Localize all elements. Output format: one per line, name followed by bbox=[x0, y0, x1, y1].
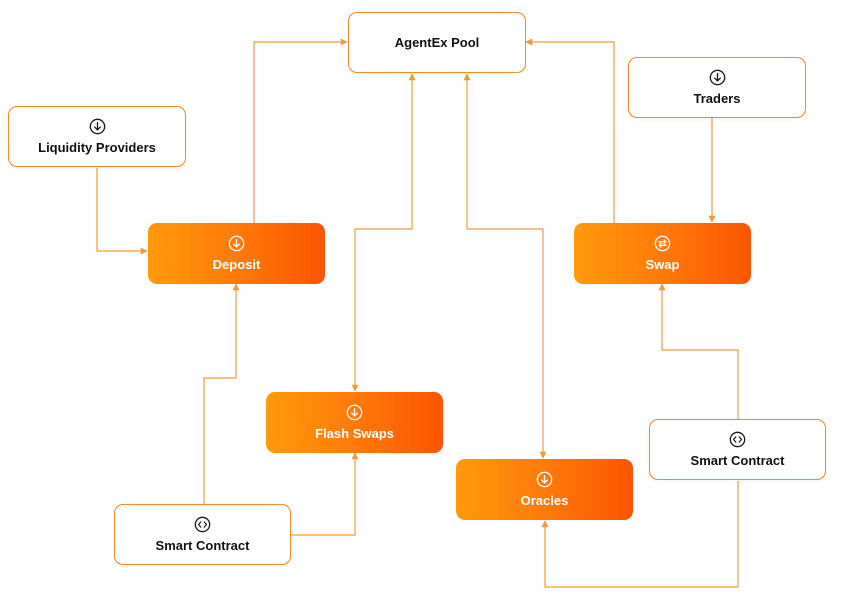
code-circle-icon bbox=[194, 516, 211, 532]
arrow-down-circle-icon bbox=[89, 118, 105, 134]
swap-label: Swap bbox=[645, 256, 680, 272]
swap-arrows-circle-icon bbox=[654, 235, 671, 251]
flash-swaps-label: Flash Swaps bbox=[315, 425, 394, 441]
edge-agentex-pool-to-flash-swaps bbox=[351, 73, 416, 392]
arrow-down-circle-icon bbox=[709, 69, 725, 85]
liquidity-providers-label: Liquidity Providers bbox=[38, 139, 156, 155]
edge-smart-contract-left-to-flash-swaps bbox=[291, 452, 359, 536]
edge-liquidity-providers-to-deposit bbox=[96, 168, 148, 255]
swap-node: Swap bbox=[574, 223, 751, 284]
agentex-pool-node: AgentEx Pool bbox=[348, 12, 526, 73]
edge-swap-to-agentex-pool bbox=[525, 38, 615, 223]
oracles-node: Oracles bbox=[456, 459, 633, 520]
smart-contract-right-label: Smart Contract bbox=[690, 452, 785, 468]
smart-contract-right-node: Smart Contract bbox=[649, 419, 826, 480]
edge-smart-contract-left-to-deposit bbox=[203, 283, 240, 504]
smart-contract-left-label: Smart Contract bbox=[155, 537, 250, 553]
oracles-label: Oracles bbox=[520, 492, 569, 508]
deposit-label: Deposit bbox=[212, 256, 261, 272]
arrow-down-circle-icon bbox=[346, 404, 363, 420]
agentex-pool-label: AgentEx Pool bbox=[394, 34, 480, 50]
edge-agentex-pool-to-oracles bbox=[463, 73, 547, 459]
edge-deposit-to-agentex-pool bbox=[253, 38, 348, 223]
traders-node: Traders bbox=[628, 57, 806, 118]
deposit-node: Deposit bbox=[148, 223, 325, 284]
arrow-down-circle-icon bbox=[228, 235, 245, 251]
arrow-down-circle-icon bbox=[536, 471, 553, 487]
flash-swaps-node: Flash Swaps bbox=[266, 392, 443, 453]
code-circle-icon bbox=[729, 431, 746, 447]
edge-smart-contract-right-to-swap bbox=[658, 283, 739, 419]
liquidity-providers-node: Liquidity Providers bbox=[8, 106, 186, 167]
smart-contract-left-node: Smart Contract bbox=[114, 504, 291, 565]
edge-smart-contract-right-to-oracles bbox=[541, 481, 739, 588]
traders-label: Traders bbox=[693, 90, 741, 106]
